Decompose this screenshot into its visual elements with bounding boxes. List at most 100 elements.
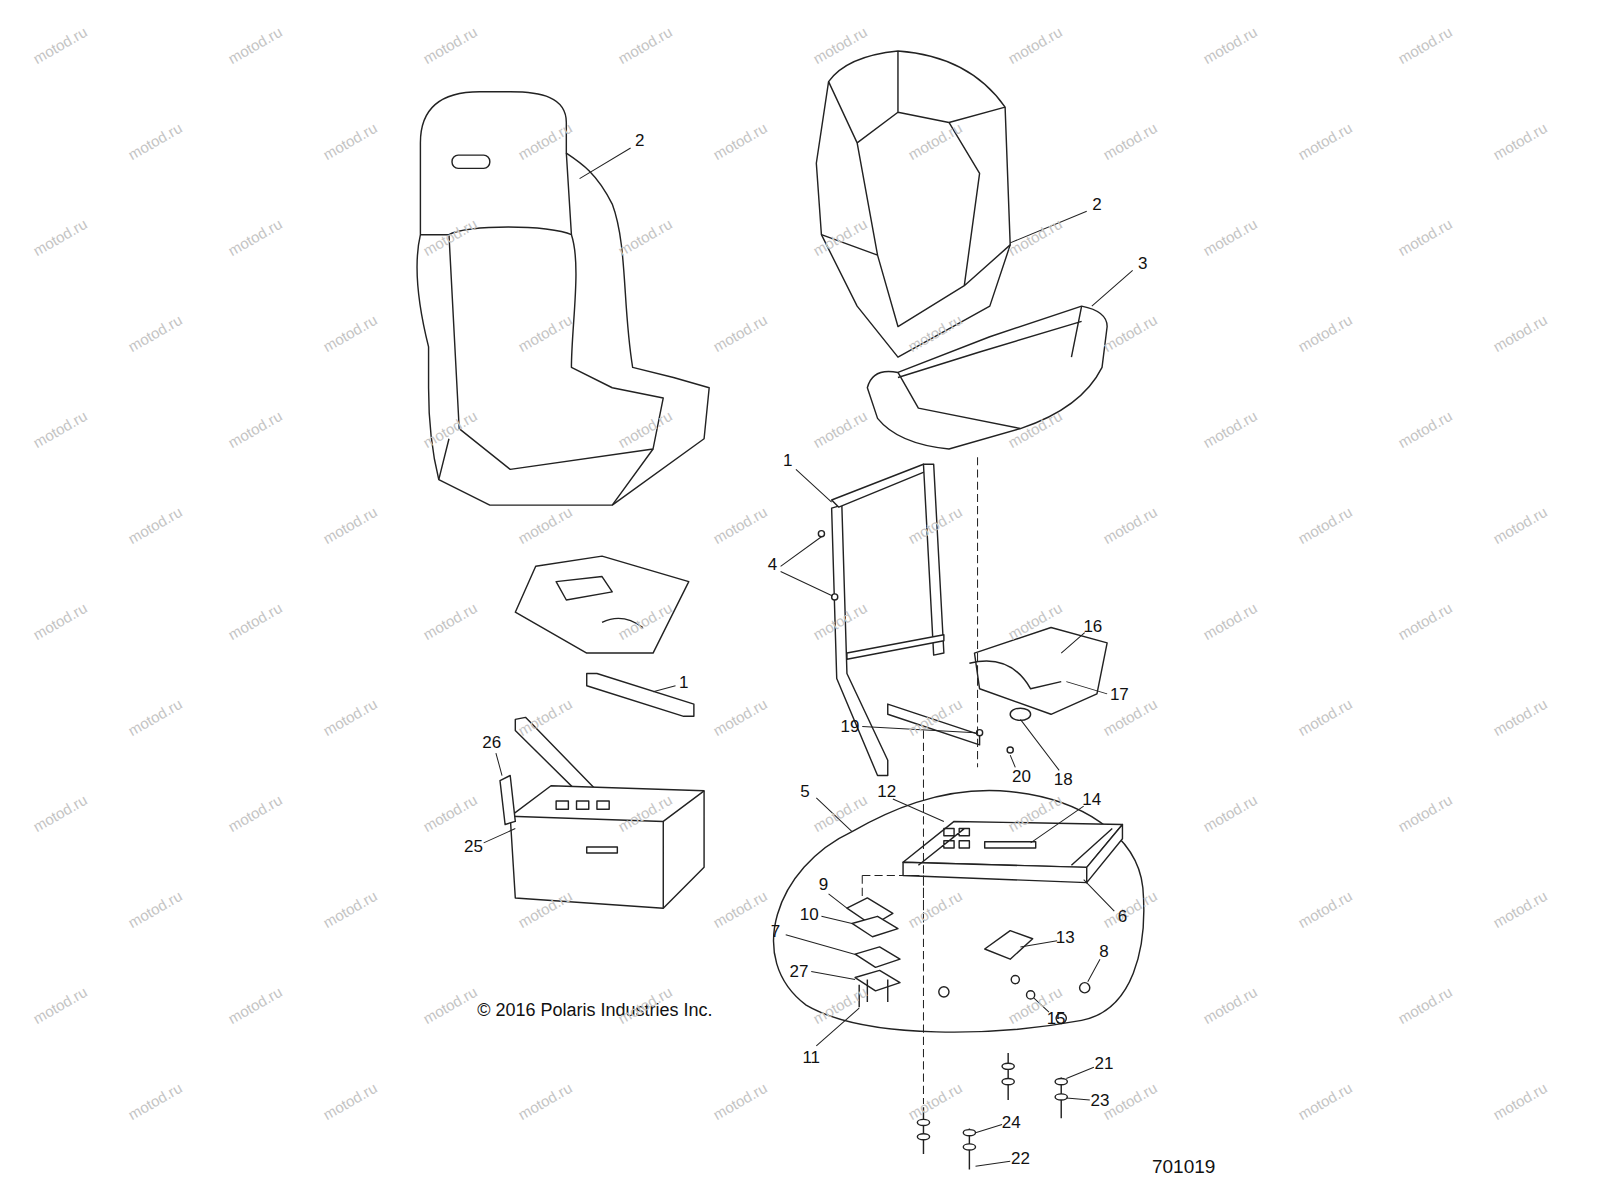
watermark: motod.ru <box>321 1080 380 1123</box>
watermark: motod.ru <box>516 120 575 163</box>
watermark: motod.ru <box>421 984 480 1027</box>
watermark: motod.ru <box>1396 984 1455 1027</box>
watermark: motod.ru <box>516 504 575 547</box>
callout-number: 11 <box>802 1049 820 1066</box>
watermark: motod.ru <box>906 696 965 739</box>
watermark: motod.ru <box>126 696 185 739</box>
watermark: motod.ru <box>711 696 770 739</box>
callout-number: 2 <box>635 131 644 148</box>
watermark: motod.ru <box>811 216 870 259</box>
watermark: motod.ru <box>1101 888 1160 931</box>
callout-number: 14 <box>1082 790 1101 807</box>
callout-number: 8 <box>1099 943 1108 960</box>
watermark: motod.ru <box>421 408 480 451</box>
watermark: motod.ru <box>31 984 90 1027</box>
watermark: motod.ru <box>616 24 675 67</box>
watermark: motod.ru <box>1006 216 1065 259</box>
callout-number: 20 <box>1012 767 1031 784</box>
watermark: motod.ru <box>1101 312 1160 355</box>
callout-number: 1 <box>679 673 688 690</box>
watermark: motod.ru <box>1296 120 1355 163</box>
watermark: motod.ru <box>226 216 285 259</box>
watermark: motod.ru <box>1491 504 1550 547</box>
watermark: motod.ru <box>1101 504 1160 547</box>
callout-number: 27 <box>790 963 809 980</box>
watermark: motod.ru <box>811 984 870 1027</box>
watermark: motod.ru <box>811 600 870 643</box>
watermark: motod.ru <box>126 504 185 547</box>
callout-number: 16 <box>1083 617 1102 634</box>
callout-number: 26 <box>482 733 501 750</box>
watermark: motod.ru <box>811 408 870 451</box>
watermark: motod.ru <box>1491 888 1550 931</box>
watermark: motod.ru <box>616 792 675 835</box>
seat-cushion <box>867 306 1107 449</box>
watermark: motod.ru <box>811 24 870 67</box>
watermark: motod.ru <box>516 312 575 355</box>
callout-number: 4 <box>768 556 777 573</box>
watermark: motod.ru <box>906 312 965 355</box>
watermark: motod.ru <box>616 216 675 259</box>
watermark: motod.ru <box>226 600 285 643</box>
callout-number: 24 <box>1002 1114 1021 1131</box>
watermark: motod.ru <box>31 600 90 643</box>
watermark: motod.ru <box>1006 24 1065 67</box>
watermark: motod.ru <box>421 216 480 259</box>
watermark: motod.ru <box>516 696 575 739</box>
watermark: motod.ru <box>321 312 380 355</box>
seat-plate <box>974 628 1107 715</box>
callout-number: 18 <box>1054 770 1073 787</box>
watermark: motod.ru <box>1396 216 1455 259</box>
callout-number: 2 <box>1092 196 1101 213</box>
seat-frame <box>832 505 888 775</box>
callout-number: 1 <box>783 452 792 469</box>
watermark: motod.ru <box>1296 888 1355 931</box>
callout-number: 25 <box>464 837 483 854</box>
watermark: motod.ru <box>1396 24 1455 67</box>
watermark: motod.ru <box>906 1080 965 1123</box>
callout-number: 7 <box>771 922 780 939</box>
watermark: motod.ru <box>31 792 90 835</box>
watermark: motod.ru <box>1396 600 1455 643</box>
callout-number: 23 <box>1091 1092 1110 1109</box>
watermark: motod.ru <box>226 984 285 1027</box>
bucket-seat <box>417 92 709 505</box>
watermark: motod.ru <box>1201 216 1260 259</box>
callout-number: 21 <box>1095 1055 1114 1072</box>
watermark: motod.ru <box>321 504 380 547</box>
watermark: motod.ru <box>616 600 675 643</box>
watermark: motod.ru <box>1296 696 1355 739</box>
watermark: motod.ru <box>31 216 90 259</box>
seat-plate <box>515 556 688 653</box>
watermark: motod.ru <box>1101 696 1160 739</box>
callout-number: 13 <box>1056 928 1075 945</box>
watermark: motod.ru <box>906 504 965 547</box>
watermark: motod.ru <box>811 792 870 835</box>
watermark: motod.ru <box>711 120 770 163</box>
callout-number: 3 <box>1138 255 1147 272</box>
callout-number: 17 <box>1110 685 1129 702</box>
watermark: motod.ru <box>421 792 480 835</box>
watermark: motod.ru <box>1201 24 1260 67</box>
watermark: motod.ru <box>321 888 380 931</box>
callout-number: 12 <box>877 782 896 799</box>
slider-base <box>510 786 704 908</box>
watermark: motod.ru <box>1491 1080 1550 1123</box>
watermark: motod.ru <box>421 600 480 643</box>
watermark: motod.ru <box>711 888 770 931</box>
watermark: motod.ru <box>126 1080 185 1123</box>
headrest-slot <box>452 155 490 168</box>
watermark: motod.ru <box>321 120 380 163</box>
watermark: motod.ru <box>711 312 770 355</box>
watermark: motod.ru <box>711 1080 770 1123</box>
watermark: motod.ru <box>1296 504 1355 547</box>
watermark: motod.ru <box>31 408 90 451</box>
watermark: motod.ru <box>126 312 185 355</box>
watermark: motod.ru <box>711 504 770 547</box>
seat-back <box>816 51 1010 357</box>
watermark: motod.ru <box>1101 120 1160 163</box>
detail-outline <box>774 791 1144 1033</box>
drawing-number: 701019 <box>1152 1157 1215 1176</box>
callout-number: 22 <box>1011 1150 1030 1167</box>
